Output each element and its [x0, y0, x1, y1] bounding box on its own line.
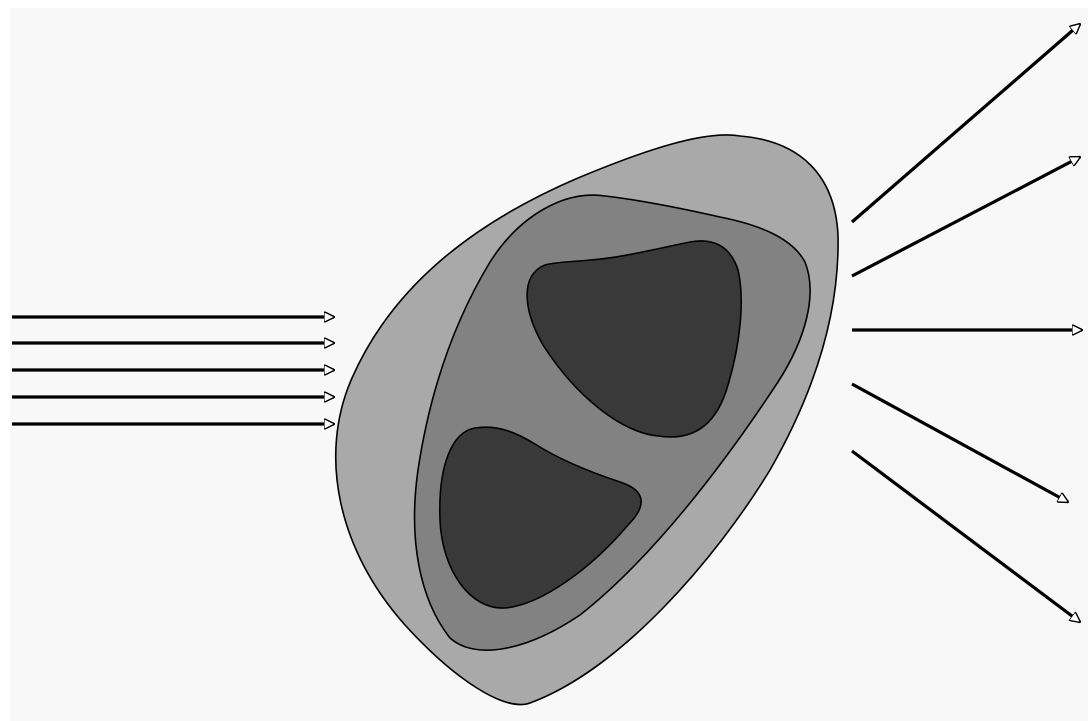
- scattering-diagram: [0, 0, 1088, 721]
- diagram-canvas: [0, 0, 1088, 721]
